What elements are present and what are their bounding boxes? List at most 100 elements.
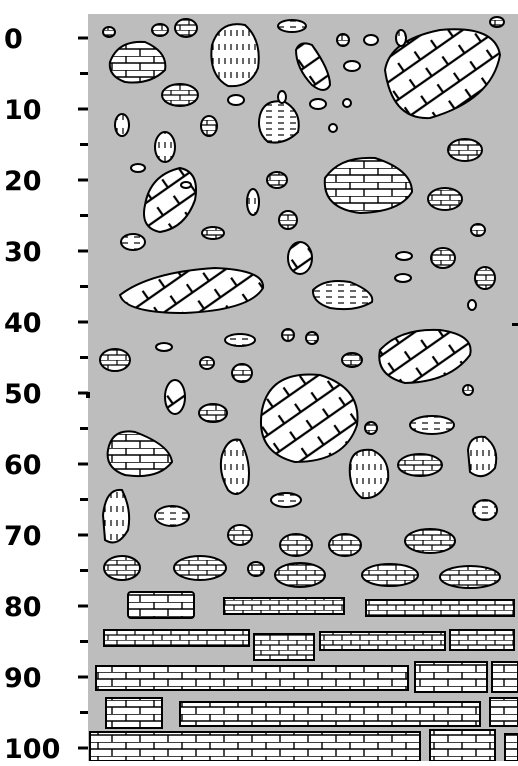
small-clast (490, 17, 504, 27)
brick-bed (254, 634, 314, 660)
depth-minor-tick (80, 72, 88, 75)
small-clast (468, 300, 476, 310)
small-clast (155, 506, 189, 526)
small-clast (396, 30, 406, 46)
small-clast (175, 19, 197, 37)
depth-minor-tick (80, 640, 88, 643)
depth-minor-tick (80, 498, 88, 501)
depth-label: 50 (4, 379, 42, 410)
brick-bed (104, 630, 249, 646)
depth-major-tick (78, 676, 88, 679)
small-clast (448, 139, 482, 161)
small-clast (165, 380, 185, 414)
small-clast (463, 385, 473, 395)
depth-label: 70 (4, 521, 42, 552)
brick-bed (96, 666, 408, 690)
depth-minor-tick (80, 711, 88, 714)
small-clast (267, 172, 287, 188)
small-clast (396, 252, 412, 260)
small-clast (365, 422, 377, 434)
small-clast (181, 182, 191, 188)
small-clast (228, 525, 252, 545)
small-clast (152, 24, 168, 36)
small-clast (162, 84, 198, 106)
large-clast (221, 440, 249, 494)
small-clast (199, 404, 227, 422)
small-clast (280, 534, 312, 556)
large-clast (468, 437, 496, 476)
brick-bed (505, 734, 518, 761)
small-clast (398, 454, 442, 476)
small-clast (342, 353, 362, 367)
small-clast (395, 274, 411, 282)
brick-bed (492, 662, 518, 692)
small-clast (288, 242, 312, 274)
small-clast (100, 349, 130, 371)
depth-major-tick (78, 747, 88, 750)
small-clast (201, 116, 217, 136)
depth-label: 0 (4, 24, 23, 55)
small-clast (306, 332, 318, 344)
depth-minor-tick (80, 427, 88, 430)
large-clast (103, 490, 129, 543)
brick-bed (106, 698, 162, 728)
small-clast (174, 556, 226, 580)
small-clast (344, 61, 360, 71)
brick-bed (366, 600, 514, 616)
small-clast (232, 364, 252, 382)
small-clast (248, 562, 264, 576)
depth-major-tick (78, 605, 88, 608)
small-clast (329, 534, 361, 556)
small-clast (200, 357, 214, 369)
brick-bed (415, 662, 487, 692)
depth-major-tick (78, 108, 88, 111)
depth-minor-tick (80, 285, 88, 288)
small-clast (431, 248, 455, 268)
small-clast (343, 99, 351, 107)
depth-major-tick (78, 534, 88, 537)
small-clast (440, 566, 500, 588)
small-clast (410, 416, 454, 434)
right-edge-mark (512, 323, 518, 326)
depth-label: 100 (4, 734, 60, 761)
depth-major-tick (78, 321, 88, 324)
small-clast (115, 114, 129, 136)
small-clast (121, 234, 145, 250)
large-clast (259, 101, 299, 142)
small-clast (282, 329, 294, 341)
brick-bed (224, 598, 344, 614)
small-clast (155, 132, 175, 162)
small-clast (405, 529, 455, 553)
depth-major-tick (78, 179, 88, 182)
depth-label: 90 (4, 663, 42, 694)
large-clast (350, 450, 388, 498)
depth-label: 40 (4, 308, 42, 339)
small-clast (428, 188, 462, 210)
depth-label: 30 (4, 237, 42, 268)
small-clast (228, 95, 244, 105)
small-clast (278, 91, 286, 103)
small-clast (275, 563, 325, 587)
brick-bed (128, 592, 194, 618)
small-clast (364, 35, 378, 45)
small-clast (225, 334, 255, 346)
depth-minor-tick (80, 356, 88, 359)
small-clast (362, 564, 418, 586)
small-clast (278, 20, 306, 32)
small-clast (329, 124, 337, 132)
depth-major-tick (78, 463, 88, 466)
depth-label: 10 (4, 95, 42, 126)
small-clast (271, 493, 301, 507)
small-clast (156, 343, 172, 351)
depth-label: 60 (4, 450, 42, 481)
depth-major-tick (78, 250, 88, 253)
depth-minor-tick (80, 214, 88, 217)
depth-minor-tick (80, 569, 88, 572)
small-clast (247, 189, 259, 215)
brick-bed (320, 632, 445, 650)
small-clast (471, 224, 485, 236)
depth-major-tick (78, 37, 88, 40)
